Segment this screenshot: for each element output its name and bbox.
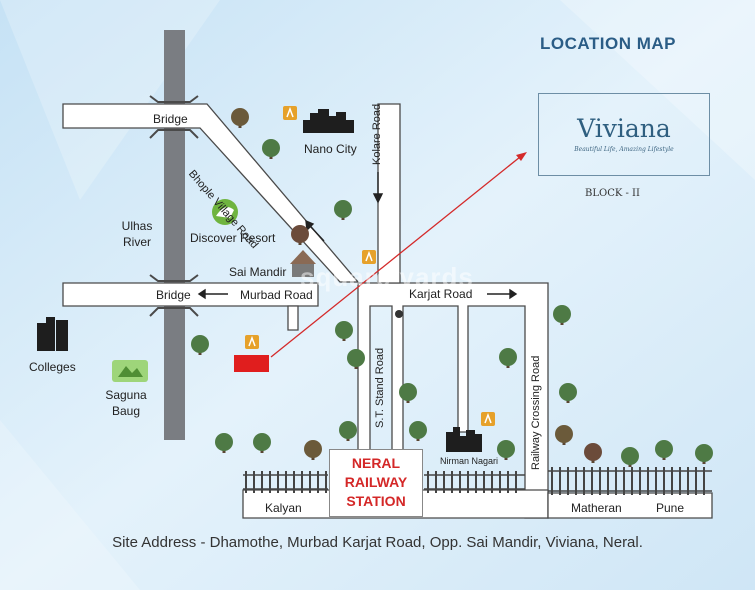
site-spur-road bbox=[287, 305, 299, 331]
block-label: BLOCK - II bbox=[585, 188, 640, 199]
nirman-nagari-icon bbox=[446, 427, 482, 452]
tree-icon bbox=[695, 444, 713, 464]
bridge-road-top bbox=[62, 103, 360, 283]
brand-name: Viviana bbox=[577, 114, 671, 143]
trees bbox=[191, 108, 713, 467]
site-address: Site Address - Dhamothe, Murbad Karjat R… bbox=[112, 534, 643, 551]
colleges-label: Colleges bbox=[29, 360, 76, 374]
tree-icon bbox=[499, 348, 517, 368]
bus-stop-icon bbox=[395, 310, 403, 318]
tree-icon bbox=[215, 433, 233, 453]
tree-icon bbox=[231, 108, 249, 128]
tree-icon bbox=[584, 443, 602, 463]
tree-icon bbox=[253, 433, 271, 453]
saguna-baug-label: Saguna Baug bbox=[105, 388, 147, 418]
ulhas-river bbox=[164, 30, 185, 440]
location-marker-icon bbox=[481, 412, 495, 426]
temple-icon bbox=[290, 250, 316, 277]
park-icon bbox=[112, 360, 148, 382]
background-facet bbox=[0, 420, 140, 590]
nirman-nagari-label: Nirman Nagari bbox=[440, 456, 499, 466]
location-marker-icon bbox=[245, 335, 259, 349]
station-line-2: RAILWAY bbox=[344, 474, 408, 490]
karjat-road-label: Karjat Road bbox=[409, 287, 473, 301]
location-marker-icon bbox=[362, 250, 376, 264]
neral-railway-station: NERAL RAILWAY STATION bbox=[329, 449, 423, 517]
colleges-icon bbox=[37, 317, 68, 351]
bridge-markings bbox=[149, 95, 199, 317]
tree-icon bbox=[347, 349, 365, 369]
ulhas-river-label: Ulhas River bbox=[121, 219, 153, 249]
tree-icon bbox=[655, 440, 673, 460]
tree-icon bbox=[399, 383, 417, 403]
kolare-road-label: Kolare Road bbox=[371, 103, 383, 165]
sai-mandir-label: Sai Mandir bbox=[229, 265, 287, 279]
map-title: LOCATION MAP bbox=[540, 34, 677, 53]
building-icon bbox=[303, 109, 354, 133]
bridge-top-label: Bridge bbox=[153, 112, 188, 126]
railway-sleepers bbox=[245, 467, 705, 495]
kalyan-label: Kalyan bbox=[265, 501, 302, 515]
murbad-road bbox=[62, 282, 319, 307]
brand-logo: Viviana Beautiful Life, Amazing Lifestyl… bbox=[538, 93, 710, 176]
discover-resort-label: Discover Resort bbox=[190, 231, 276, 245]
bridge-bottom-label: Bridge bbox=[156, 288, 191, 302]
murbad-road-label: Murbad Road bbox=[240, 288, 313, 302]
tree-icon bbox=[291, 225, 309, 245]
direction-arrows bbox=[197, 172, 518, 300]
station-line-1: NERAL bbox=[351, 455, 401, 471]
tree-icon bbox=[304, 440, 322, 460]
matheran-label: Matheran bbox=[571, 501, 622, 515]
tree-icon bbox=[621, 447, 639, 467]
tree-icon bbox=[191, 335, 209, 355]
tree-icon bbox=[559, 383, 577, 403]
background-facet bbox=[560, 0, 755, 180]
pointer-arrow bbox=[270, 152, 527, 358]
site-location-marker bbox=[234, 355, 269, 372]
nano-city-label: Nano City bbox=[304, 142, 357, 156]
railway-crossing-road-label: Railway Crossing Road bbox=[530, 355, 542, 470]
station-line-3: STATION bbox=[346, 493, 406, 509]
st-stand-road-label: S.T. Stand Road bbox=[374, 347, 386, 428]
tree-icon bbox=[334, 200, 352, 220]
location-marker-icons bbox=[245, 106, 495, 426]
tree-icon bbox=[409, 421, 427, 441]
resort-icon bbox=[212, 199, 238, 225]
kolare-road bbox=[377, 103, 401, 284]
tree-icon bbox=[497, 440, 515, 460]
location-marker-icon bbox=[283, 106, 297, 120]
brand-tagline: Beautiful Life, Amazing Lifestyle bbox=[574, 146, 674, 153]
tree-icon bbox=[339, 421, 357, 441]
tree-icon bbox=[335, 321, 353, 341]
tree-icon bbox=[555, 425, 573, 445]
tree-icon bbox=[262, 139, 280, 159]
tree-icon bbox=[553, 305, 571, 325]
watermark: square yards bbox=[300, 262, 474, 292]
matheran-road bbox=[547, 492, 713, 519]
pune-label: Pune bbox=[656, 501, 685, 515]
